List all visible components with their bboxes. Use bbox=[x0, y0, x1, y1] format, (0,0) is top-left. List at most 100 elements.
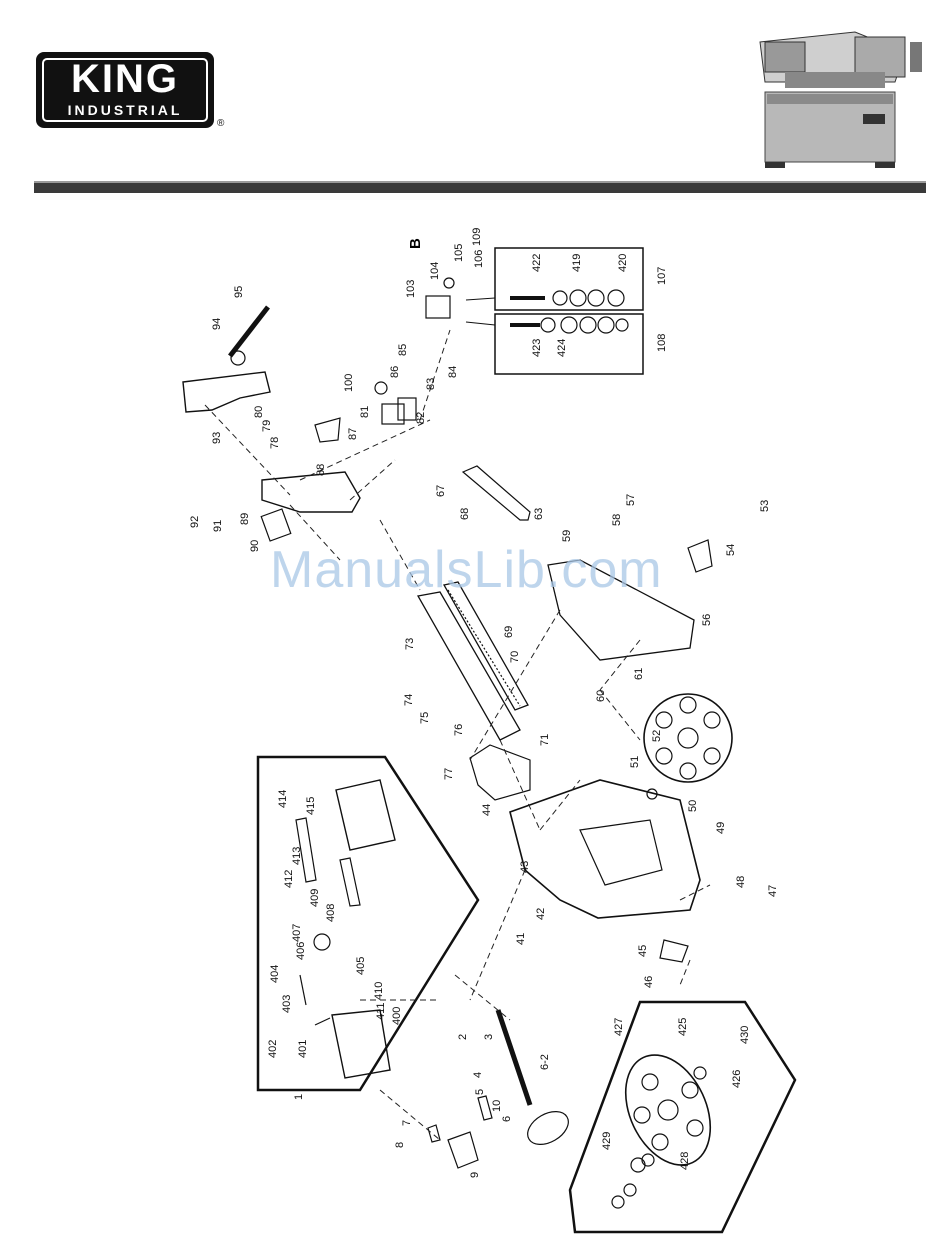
vise-assembly-outline bbox=[256, 755, 480, 1092]
wheel-52 bbox=[643, 693, 733, 783]
header-rule-light bbox=[34, 181, 926, 183]
part-label-48: 48 bbox=[735, 876, 747, 888]
part-label-430: 430 bbox=[739, 1026, 751, 1044]
part-label-61: 61 bbox=[633, 668, 645, 680]
part-label-8: 8 bbox=[394, 1142, 406, 1148]
vise-base-400 bbox=[331, 1009, 391, 1079]
knob-100 bbox=[374, 381, 388, 395]
part-label-45: 45 bbox=[637, 945, 649, 957]
screw-404 bbox=[299, 974, 307, 1006]
part-label-429: 429 bbox=[601, 1132, 613, 1150]
part-label-7: 7 bbox=[401, 1120, 413, 1126]
part-label-405: 405 bbox=[355, 957, 367, 975]
part-label-47: 47 bbox=[767, 885, 779, 897]
base-43 bbox=[509, 779, 701, 919]
part-label-67: 67 bbox=[435, 485, 447, 497]
part-label-403: 403 bbox=[281, 995, 293, 1013]
part-label-415: 415 bbox=[305, 797, 317, 815]
part-label-75: 75 bbox=[419, 712, 431, 724]
bar-414 bbox=[295, 817, 317, 883]
part-label-87: 87 bbox=[347, 428, 359, 440]
part-label-44: 44 bbox=[481, 804, 493, 816]
part-label-57: 57 bbox=[625, 494, 637, 506]
part-label-105: 105 bbox=[453, 244, 465, 262]
part-label-420: 420 bbox=[617, 254, 629, 272]
bolt-95 bbox=[228, 305, 270, 358]
part-label-59: 59 bbox=[561, 530, 573, 542]
part-label-400: 400 bbox=[391, 1007, 403, 1025]
part-label-2: 2 bbox=[457, 1034, 469, 1040]
part-label-93: 93 bbox=[211, 432, 223, 444]
part-label-94: 94 bbox=[211, 318, 223, 330]
plate-45 bbox=[659, 939, 689, 963]
part-label-49: 49 bbox=[715, 822, 727, 834]
ring-426b bbox=[611, 1195, 625, 1209]
ring-428b bbox=[623, 1183, 637, 1197]
brand-logo: KING INDUSTRIAL bbox=[36, 52, 214, 128]
part-label-80: 80 bbox=[253, 406, 265, 418]
part-label-89: 89 bbox=[239, 513, 251, 525]
part-label-92: 92 bbox=[189, 516, 201, 528]
part-label-79: 79 bbox=[261, 420, 273, 432]
part-label-77: 77 bbox=[443, 768, 455, 780]
bearing-box-108 bbox=[494, 313, 644, 375]
part-label-100: 100 bbox=[343, 374, 355, 392]
part-label-50: 50 bbox=[687, 800, 699, 812]
cover-56 bbox=[547, 559, 695, 661]
washer-94 bbox=[230, 350, 246, 366]
part-label-425: 425 bbox=[677, 1018, 689, 1036]
block-90 bbox=[260, 508, 292, 542]
part-label-407: 407 bbox=[291, 924, 303, 942]
part-label-6: 6 bbox=[501, 1116, 513, 1122]
wheel-detail-outline bbox=[568, 1000, 797, 1234]
part-label-3: 3 bbox=[483, 1034, 495, 1040]
part-label-86: 86 bbox=[389, 366, 401, 378]
bearing-105 bbox=[443, 277, 455, 289]
part-label-73: 73 bbox=[404, 638, 416, 650]
bar-413 bbox=[339, 857, 361, 907]
part-label-412: 412 bbox=[283, 870, 295, 888]
watermark: ManualsLib.com bbox=[270, 541, 663, 599]
part-label-95: 95 bbox=[233, 286, 245, 298]
part-label-6-2: 6-2 bbox=[539, 1054, 551, 1070]
leadscrew-4 bbox=[495, 1009, 533, 1106]
pin-10 bbox=[477, 1095, 493, 1121]
part-label-84: 84 bbox=[447, 366, 459, 378]
part-label-401: 401 bbox=[297, 1040, 309, 1058]
bracket-77 bbox=[469, 744, 531, 801]
block-9 bbox=[447, 1131, 479, 1169]
part-label-74: 74 bbox=[403, 694, 415, 706]
part-label-78: 78 bbox=[269, 437, 281, 449]
screw-401 bbox=[314, 1017, 331, 1026]
part-label-411: 411 bbox=[375, 1002, 387, 1020]
rack-69 bbox=[442, 581, 529, 711]
part-label-426: 426 bbox=[731, 1070, 743, 1088]
arm-89 bbox=[261, 471, 361, 513]
part-label-406: 406 bbox=[295, 942, 307, 960]
collar-51 bbox=[646, 788, 658, 800]
block-81 bbox=[381, 403, 405, 425]
part-label-428: 428 bbox=[679, 1152, 691, 1170]
ring-426a bbox=[693, 1066, 707, 1080]
part-label-409: 409 bbox=[309, 889, 321, 907]
nut-407 bbox=[313, 933, 331, 951]
bearing-box-107 bbox=[494, 247, 644, 311]
part-label-68: 68 bbox=[459, 508, 471, 520]
block-103 bbox=[425, 295, 451, 319]
block-82 bbox=[397, 397, 417, 421]
part-label-70: 70 bbox=[509, 651, 521, 663]
ring-429 bbox=[630, 1157, 646, 1173]
header-rule bbox=[34, 183, 926, 193]
part-label-103: 103 bbox=[405, 280, 417, 298]
part-label-91: 91 bbox=[212, 520, 224, 532]
part-label-41: 41 bbox=[515, 933, 527, 945]
part-label-414: 414 bbox=[277, 790, 289, 808]
part-label-52: 52 bbox=[651, 730, 663, 742]
callout-b: B bbox=[407, 238, 424, 249]
part-label-104: 104 bbox=[429, 262, 441, 280]
machine-thumbnail bbox=[759, 31, 922, 168]
arm-93 bbox=[182, 371, 271, 413]
handle-54 bbox=[687, 539, 713, 573]
handwheel-6 bbox=[527, 1111, 569, 1145]
